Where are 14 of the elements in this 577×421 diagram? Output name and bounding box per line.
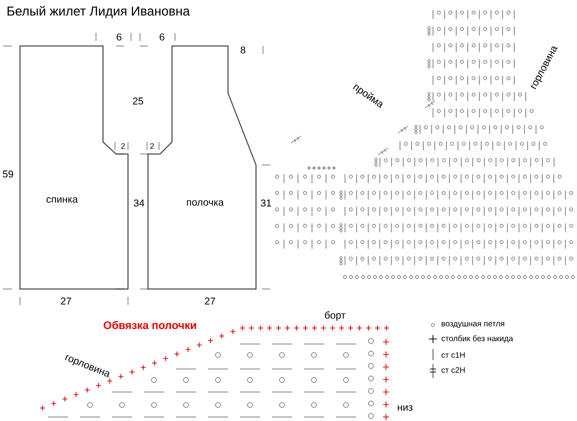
legend-text: воздушная петля [442, 322, 504, 328]
part-label: борт [324, 311, 346, 321]
measurement-label: 6 [116, 33, 122, 41]
title: Белый жилет Лидия Ивановна [8, 6, 190, 18]
section-heading: Обвязка полочки [104, 320, 196, 330]
legend-text: ст с2Н [442, 367, 465, 373]
legend-text: столбик без накида [442, 335, 514, 343]
measurement-label: 2 [121, 143, 125, 149]
legend-text: ст с1Н [442, 352, 465, 358]
measurement-label: 25 [132, 97, 144, 105]
measurement-label: 34 [134, 199, 144, 207]
measurement-label: 8 [240, 46, 246, 54]
measurement-label: 2 [150, 143, 154, 149]
part-label: низ [398, 405, 412, 411]
